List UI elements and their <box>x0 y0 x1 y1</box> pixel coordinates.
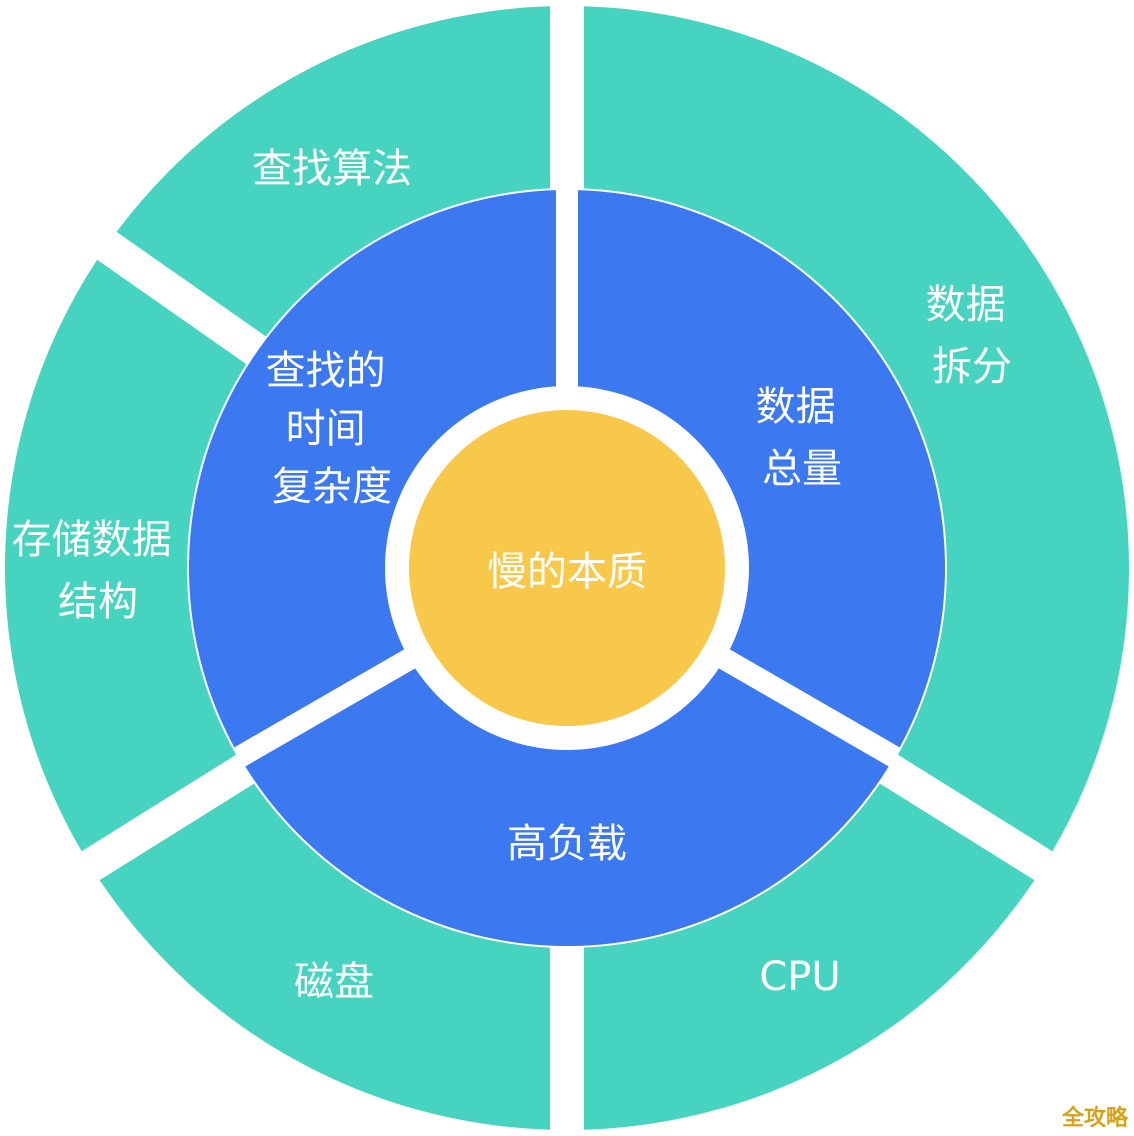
label-data-volume: 数据 总量 <box>756 384 849 492</box>
core-label: 慢的本质 <box>487 549 647 595</box>
label-search-algorithm: 查找算法 <box>252 146 412 192</box>
label-cpu: CPU <box>759 954 840 1000</box>
outer-ring <box>5 6 1129 1130</box>
middle-segment-time-complexity <box>188 190 557 748</box>
outer-segment-cpu <box>583 783 1035 1130</box>
outer-segment-search-algorithm <box>116 6 551 337</box>
middle-segment-data-volume <box>577 190 945 748</box>
outer-segment-storage-structure <box>5 259 247 852</box>
core-circle <box>409 410 725 726</box>
label-disk: 磁盘 <box>294 959 374 1005</box>
label-time-complexity: 查找的 时间 复杂度 <box>266 348 399 510</box>
label-data-split: 数据 拆分 <box>926 282 1019 390</box>
outer-segment-disk <box>99 783 551 1130</box>
outer-segment-data-split <box>583 6 1129 852</box>
watermark: 全攻略 <box>1061 1106 1128 1131</box>
middle-segment-high-load <box>245 668 889 946</box>
middle-ring <box>188 190 945 946</box>
label-high-load: 高负载 <box>507 821 627 867</box>
label-storage-structure: 存储数据 结构 <box>12 517 185 625</box>
